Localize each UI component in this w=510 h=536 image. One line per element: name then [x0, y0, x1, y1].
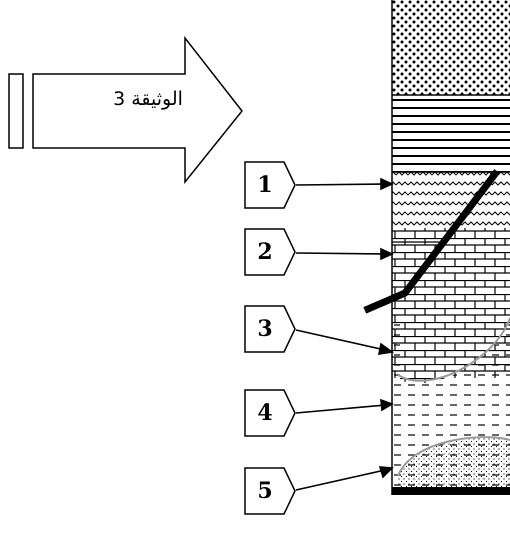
arrow-body [32, 35, 243, 185]
fold-curve-lower [397, 436, 510, 477]
pointer-4 [295, 404, 386, 414]
pointer-3 [295, 329, 386, 351]
fold-curve-upper [397, 317, 510, 382]
document-label: الوثيقة 3 [113, 88, 183, 110]
layer-number-4: 4 [257, 400, 273, 426]
fault-line [363, 169, 500, 314]
pointer-1 [295, 183, 386, 186]
layer-number-3: 3 [257, 316, 273, 342]
layer-number-5: 5 [257, 478, 273, 504]
pointer-5 [295, 469, 386, 491]
layer-number-2: 2 [257, 239, 273, 265]
layer-number-box-3: 3 [244, 305, 296, 353]
column-layers [392, 0, 510, 488]
layer-number-box-1: 1 [244, 161, 296, 209]
layer-number-box-4: 4 [244, 389, 296, 437]
document-arrow [8, 35, 243, 185]
column-base [392, 487, 510, 495]
pointer-arrows [295, 177, 395, 491]
layer-number-1: 1 [257, 172, 273, 198]
layer-conglomerate [392, 0, 510, 95]
layer-number-box-5: 5 [244, 467, 296, 515]
layer-horizontal-strata [392, 95, 510, 172]
arrow-tail-bar [8, 73, 24, 149]
pointer-2 [295, 252, 386, 255]
layer-number-box-2: 2 [244, 228, 296, 276]
